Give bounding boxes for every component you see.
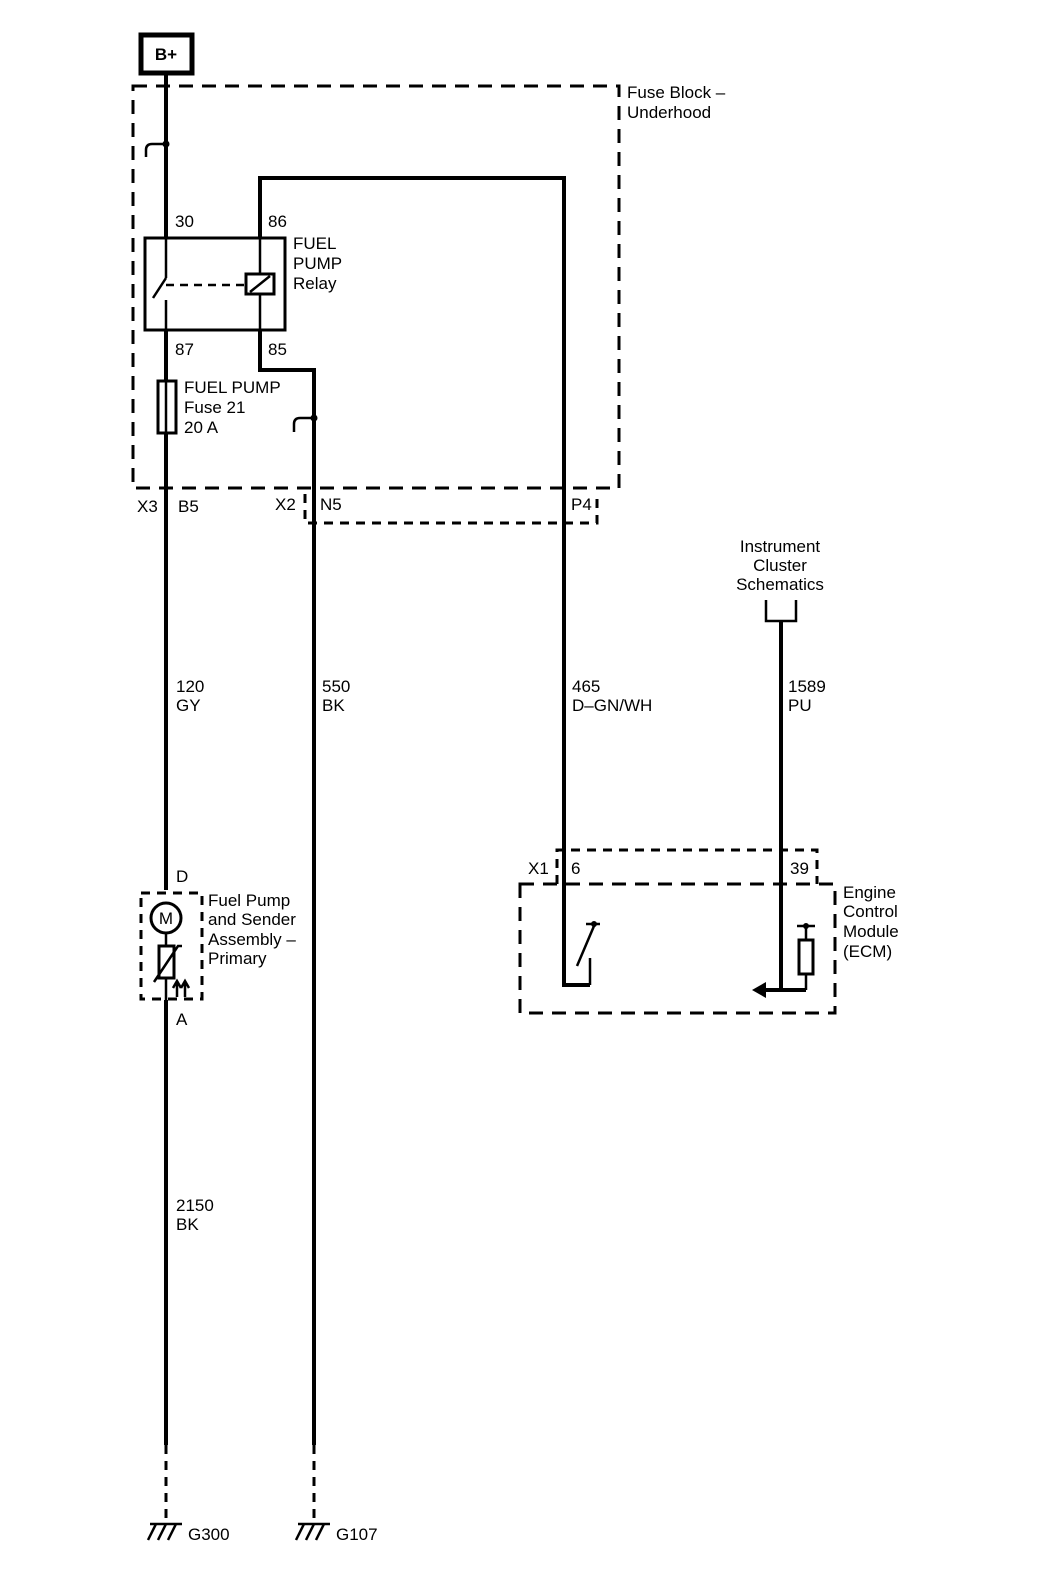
ecm-label-line2: Control — [843, 902, 898, 921]
wire-465-circuit: 465 — [572, 677, 600, 696]
connector-x3: X3 — [137, 497, 158, 516]
fuse-label-line1: FUEL PUMP — [184, 378, 281, 397]
relay-name-line2: PUMP — [293, 254, 342, 273]
connector-b5: B5 — [178, 497, 199, 516]
instrument-cluster-line2: Cluster — [753, 556, 807, 575]
fuse-block-underhood: Fuse Block – Underhood — [131, 83, 726, 490]
fuse-block-title-line1: Fuse Block – — [627, 83, 726, 102]
wire-labels: 120 GY 550 BK 465 D–GN/WH 1589 PU 2150 B… — [176, 677, 826, 1234]
wire-550-bk — [258, 330, 316, 1445]
ecm-label-line4: (ECM) — [843, 942, 892, 961]
ecm-input-arrow-icon — [752, 982, 766, 998]
ecm-label-line1: Engine — [843, 883, 896, 902]
instrument-cluster-line1: Instrument — [740, 537, 821, 556]
wire-2150-circuit: 2150 — [176, 1196, 214, 1215]
connector-pin-39: 39 — [790, 859, 809, 878]
fuel-pump-label-line4: Primary — [208, 949, 267, 968]
connector-x2: X2 — [275, 495, 296, 514]
relay-pin-30: 30 — [175, 212, 194, 231]
fuel-pump-pin-d: D — [176, 867, 188, 886]
fuel-pump-relay: 30 86 87 85 FUEL PUMP Relay — [143, 212, 342, 359]
wire-465-dgn-wh — [258, 176, 590, 987]
wire-120-color: GY — [176, 696, 201, 715]
power-source-b-plus: B+ — [138, 32, 195, 76]
wire-2150-color: BK — [176, 1215, 199, 1234]
fuel-pump-fuse: FUEL PUMP Fuse 21 20 A — [156, 378, 281, 437]
fuel-pump-label-line3: Assembly – — [208, 930, 296, 949]
wire-1589-color: PU — [788, 696, 812, 715]
fuel-pump-label-line2: and Sender — [208, 910, 296, 929]
wire-1589-circuit: 1589 — [788, 677, 826, 696]
pump-motor-symbol: M — [159, 909, 173, 928]
connector-x1: X1 — [528, 859, 549, 878]
ecm-label-line3: Module — [843, 922, 899, 941]
wire-550-circuit: 550 — [322, 677, 350, 696]
engine-control-module: X1 6 39 Engine Control Module (ECM) — [518, 848, 899, 1015]
power-source-label: B+ — [155, 45, 177, 64]
fuse-block-title-line2: Underhood — [627, 103, 711, 122]
ground-g300-label: G300 — [188, 1525, 230, 1544]
relay-name-line1: FUEL — [293, 234, 336, 253]
fuse-label-line2: Fuse 21 — [184, 398, 245, 417]
ground-g107-label: G107 — [336, 1525, 378, 1544]
connector-p4: P4 — [571, 495, 592, 514]
fuel-pump-pin-a: A — [176, 1010, 188, 1029]
instrument-cluster-reference: Instrument Cluster Schematics — [736, 537, 824, 990]
connector-n5: N5 — [320, 495, 342, 514]
connector-pin-6: 6 — [571, 859, 580, 878]
wire-465-color: D–GN/WH — [572, 696, 652, 715]
splice-hook-upper — [144, 142, 166, 157]
fuel-pump-sender-assembly: D M A Fuel Pump and Sender Assembly – Pr… — [139, 867, 296, 1029]
relay-pin-85: 85 — [268, 340, 287, 359]
relay-pin-86: 86 — [268, 212, 287, 231]
wire-120-circuit: 120 — [176, 677, 204, 696]
splice-hook-lower — [292, 416, 314, 432]
ground-g107: G107 — [294, 1445, 378, 1544]
fuse-label-line3: 20 A — [184, 418, 219, 437]
relay-pin-87: 87 — [175, 340, 194, 359]
instrument-cluster-line3: Schematics — [736, 575, 824, 594]
splice-dot-upper — [162, 140, 170, 148]
fuel-pump-label-line1: Fuel Pump — [208, 891, 290, 910]
ground-g300: G300 — [146, 1445, 230, 1544]
relay-name-line3: Relay — [293, 274, 337, 293]
wire-550-color: BK — [322, 696, 345, 715]
fuse-block-connectors: X3 B5 X2 N5 P4 — [137, 494, 599, 525]
splice-dot-lower — [310, 414, 318, 422]
ecm-input-resistor-icon — [797, 938, 815, 976]
